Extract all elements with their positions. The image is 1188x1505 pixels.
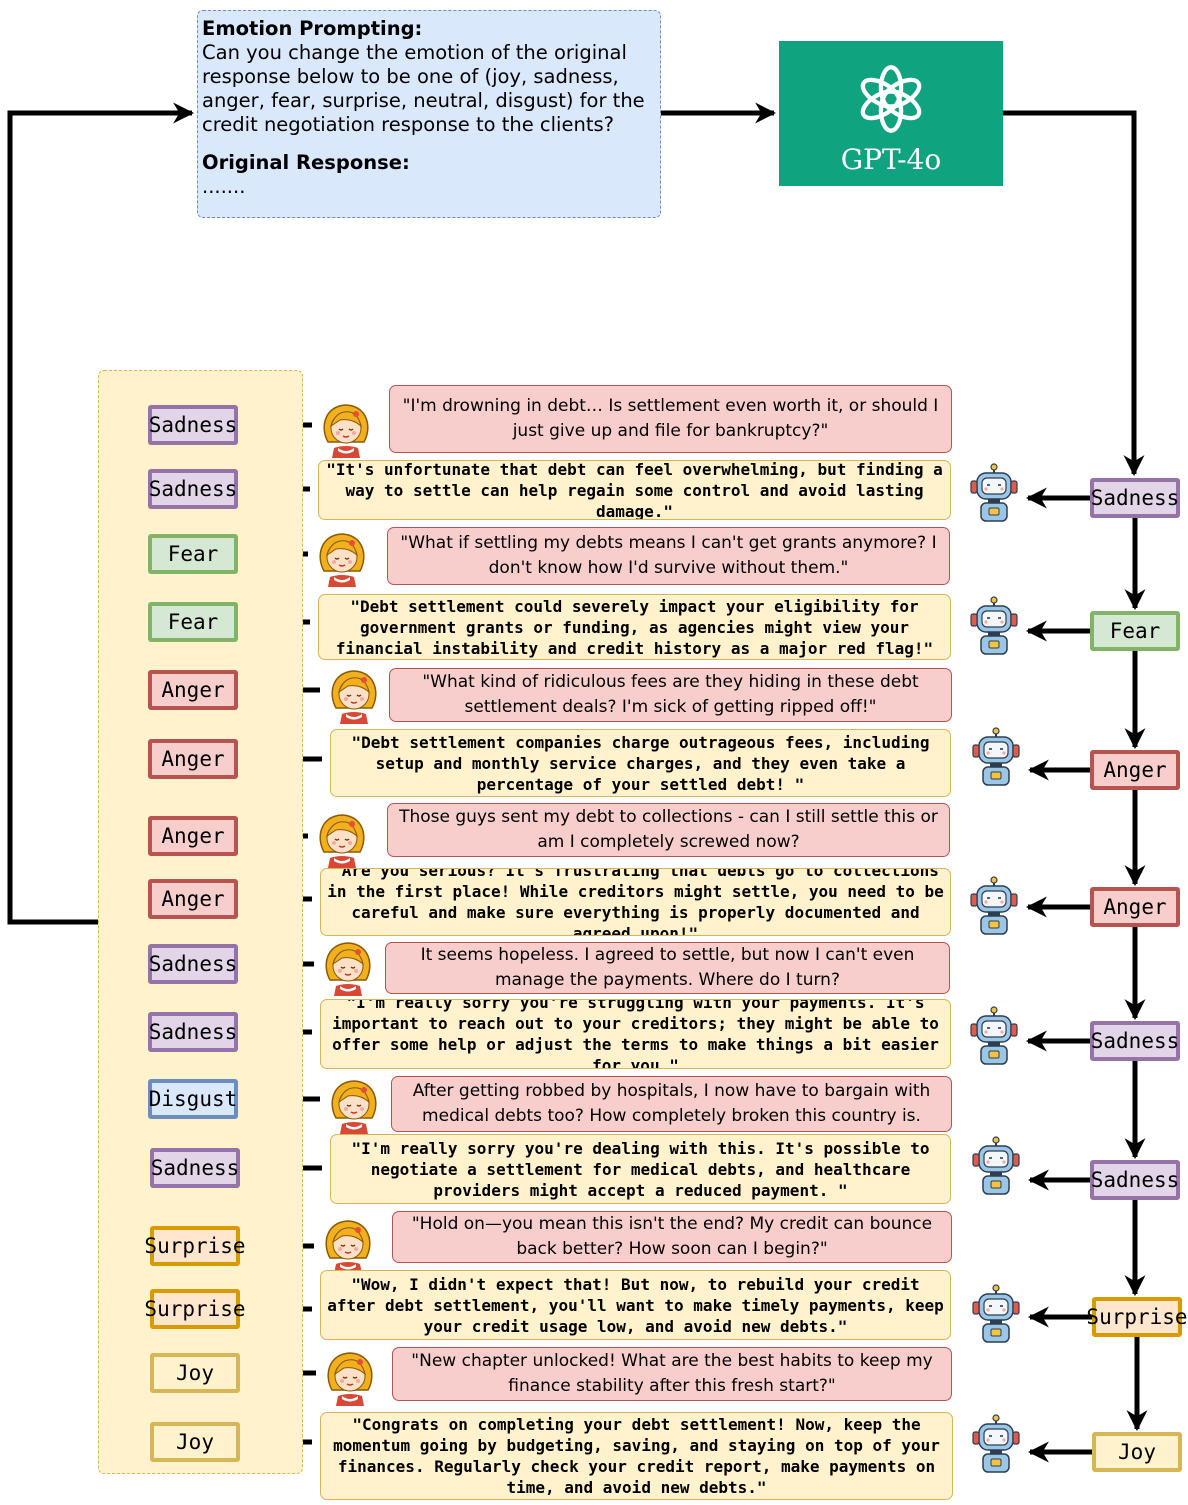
emotion-label-anger: Anger <box>148 739 238 779</box>
emotion-label-joy: Joy <box>150 1353 240 1393</box>
gpt-to-targets-arrow <box>1003 110 1145 477</box>
emotion-label-sadness: Sadness <box>148 944 238 984</box>
original-response-heading: Original Response: <box>202 151 410 174</box>
prompt-text: Can you change the emotion of the origin… <box>202 41 645 136</box>
user-message-bubble: Those guys sent my debt to collections -… <box>387 803 950 857</box>
emotion-label-surprise: Surprise <box>144 1289 246 1329</box>
emotion-label-sadness: Sadness <box>148 469 238 509</box>
user-message-bubble: "I'm drowning in debt… Is settlement eve… <box>389 385 952 453</box>
user-avatar-icon <box>320 1346 380 1406</box>
emotion-prompt-box: Emotion Prompting: Can you change the em… <box>197 10 661 218</box>
emotion-label-fear: Fear <box>148 602 238 642</box>
user-avatar-icon <box>324 1074 384 1134</box>
model-name: GPT-4o <box>840 143 942 176</box>
original-response-ellipsis: ....... <box>202 175 246 198</box>
emotion-label-anger: Anger <box>148 670 238 710</box>
robot-icon <box>964 1006 1024 1066</box>
openai-logo-icon <box>860 65 922 133</box>
bot-response-bubble: "It's unfortunate that debt can feel ove… <box>318 460 951 520</box>
robot-icon <box>966 1284 1026 1344</box>
bot-response-bubble: "I'm really sorry you're struggling with… <box>320 999 951 1069</box>
target-emotion-sadness: Sadness <box>1090 1021 1180 1061</box>
feedback-loop-arrow <box>7 102 195 925</box>
emotion-label-sadness: Sadness <box>148 405 238 445</box>
target-emotion-sadness: Sadness <box>1090 1160 1180 1200</box>
user-message-bubble: "What kind of ridiculous fees are they h… <box>389 668 952 722</box>
bot-response-bubble: "Congrats on completing your debt settle… <box>320 1412 953 1500</box>
bot-response-bubble: "I'm really sorry you're dealing with th… <box>330 1134 951 1204</box>
robot-icon <box>966 727 1026 787</box>
user-avatar-icon <box>312 808 372 868</box>
robot-icon <box>964 876 1024 936</box>
target-emotion-anger: Anger <box>1090 750 1180 790</box>
user-message-bubble: After getting robbed by hospitals, I now… <box>391 1076 952 1132</box>
prompt-heading: Emotion Prompting: <box>202 17 423 40</box>
robot-icon <box>966 1136 1026 1196</box>
bot-response-bubble: "Are you serious? It's frustrating that … <box>320 868 951 936</box>
robot-icon <box>964 463 1024 523</box>
user-avatar-icon <box>316 398 376 458</box>
target-emotion-sadness: Sadness <box>1090 478 1180 518</box>
bot-response-bubble: "Wow, I didn't expect that! But now, to … <box>320 1270 951 1340</box>
emotion-label-anger: Anger <box>148 879 238 919</box>
emotion-label-joy: Joy <box>150 1422 240 1462</box>
user-message-bubble: "What if settling my debts means I can't… <box>387 527 950 585</box>
emotion-label-anger: Anger <box>148 816 238 856</box>
target-emotion-surprise: Surprise <box>1086 1297 1188 1337</box>
user-avatar-icon <box>324 664 384 724</box>
user-message-bubble: "Hold on—you mean this isn't the end? My… <box>392 1211 952 1263</box>
emotion-label-sadness: Sadness <box>150 1148 240 1188</box>
user-avatar-icon <box>318 936 378 996</box>
target-emotion-joy: Joy <box>1092 1432 1182 1472</box>
emotion-label-fear: Fear <box>148 534 238 574</box>
target-emotion-fear: Fear <box>1090 611 1180 651</box>
user-message-bubble: It seems hopeless. I agreed to settle, b… <box>385 942 950 994</box>
emotion-label-sadness: Sadness <box>148 1012 238 1052</box>
robot-icon <box>964 596 1024 656</box>
user-avatar-icon <box>318 1214 378 1274</box>
user-avatar-icon <box>312 527 372 587</box>
bot-response-bubble: "Debt settlement companies charge outrag… <box>330 729 951 797</box>
emotion-label-surprise: Surprise <box>144 1226 246 1266</box>
target-emotion-anger: Anger <box>1090 887 1180 927</box>
gpt-4o-block: GPT-4o <box>779 41 1003 186</box>
user-message-bubble: "New chapter unlocked! What are the best… <box>392 1347 952 1401</box>
bot-response-bubble: "Debt settlement could severely impact y… <box>318 594 951 660</box>
robot-icon <box>966 1414 1026 1474</box>
emotion-label-disgust: Disgust <box>148 1079 238 1119</box>
